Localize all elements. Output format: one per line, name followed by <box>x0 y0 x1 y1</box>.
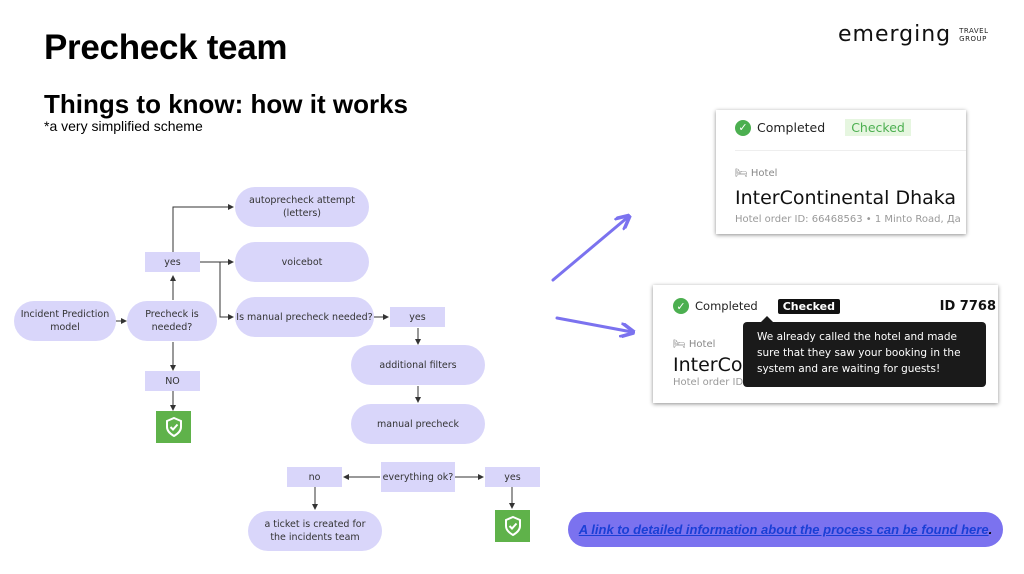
checked-badge: Checked <box>777 298 840 314</box>
status-row: ✓ Completed Checked <box>735 119 911 136</box>
node-incident-prediction-model: Incident Prediction model <box>14 301 116 341</box>
logo-subtitle: TRAVEL GROUP <box>959 26 989 43</box>
status-row: ✓ Completed Checked <box>673 298 840 314</box>
order-card-before: ✓ Completed Checked 🛏 Hotel InterContine… <box>716 110 966 234</box>
node-manual-precheck-needed: Is manual precheck needed? <box>235 297 374 337</box>
logo-wordmark: emerging <box>838 22 952 47</box>
section-subtitle: Things to know: how it works <box>44 89 408 119</box>
node-yes-result: yes <box>485 467 540 487</box>
node-voicebot: voicebot <box>235 242 369 282</box>
details-link[interactable]: A link to detailed information about the… <box>578 522 989 537</box>
success-shield-icon <box>495 510 530 542</box>
node-precheck-needed: Precheck is needed? <box>127 301 217 341</box>
hotel-name: InterContinental Dhaka <box>735 187 957 209</box>
node-no-precheck: NO <box>145 371 200 391</box>
bed-icon: 🛏 <box>735 168 748 179</box>
check-circle-icon: ✓ <box>673 298 689 314</box>
arrow-to-before-screenshot <box>551 217 628 282</box>
check-circle-icon: ✓ <box>735 119 751 136</box>
node-yes-manual: yes <box>390 307 445 327</box>
node-autoprecheck-attempt: autoprecheck attempt (letters) <box>235 187 369 227</box>
scheme-note: *a very simplified scheme <box>44 118 203 134</box>
edge-yes-to-autoprecheck <box>172 204 234 253</box>
success-shield-icon <box>156 411 191 443</box>
status-label: Completed <box>757 120 826 135</box>
order-id: ID 7768 <box>939 299 996 314</box>
hotel-type-label: 🛏 Hotel <box>735 168 778 179</box>
node-manual-precheck: manual precheck <box>351 404 485 444</box>
edge-yes-to-manual <box>219 262 234 320</box>
node-no-result: no <box>287 467 342 487</box>
status-label: Completed <box>695 299 758 313</box>
details-link-banner: A link to detailed information about the… <box>568 512 1003 547</box>
node-ticket-created: a ticket is created for the incidents te… <box>248 511 382 551</box>
link-suffix: . <box>988 522 993 537</box>
checked-tooltip: We already called the hotel and made sur… <box>743 316 986 387</box>
arrow-to-after-screenshot <box>555 316 632 332</box>
page-title: Precheck team <box>44 28 288 67</box>
node-yes-precheck: yes <box>145 252 200 272</box>
bed-icon: 🛏 <box>673 339 686 350</box>
hotel-type-label: 🛏 Hotel <box>673 339 716 350</box>
order-card-after: ✓ Completed Checked ID 7768 🛏 Hotel Inte… <box>653 285 998 403</box>
hotel-meta: Hotel order ID: 66468563 • 1 Minto Road,… <box>735 214 961 225</box>
divider <box>735 150 966 151</box>
node-everything-ok: everything ok? <box>381 462 455 492</box>
checked-badge: Checked <box>845 119 911 136</box>
hotel-meta: Hotel order ID: 66468563 <box>673 377 801 388</box>
company-logo: emerging TRAVEL GROUP <box>838 22 988 47</box>
node-additional-filters: additional filters <box>351 345 485 385</box>
